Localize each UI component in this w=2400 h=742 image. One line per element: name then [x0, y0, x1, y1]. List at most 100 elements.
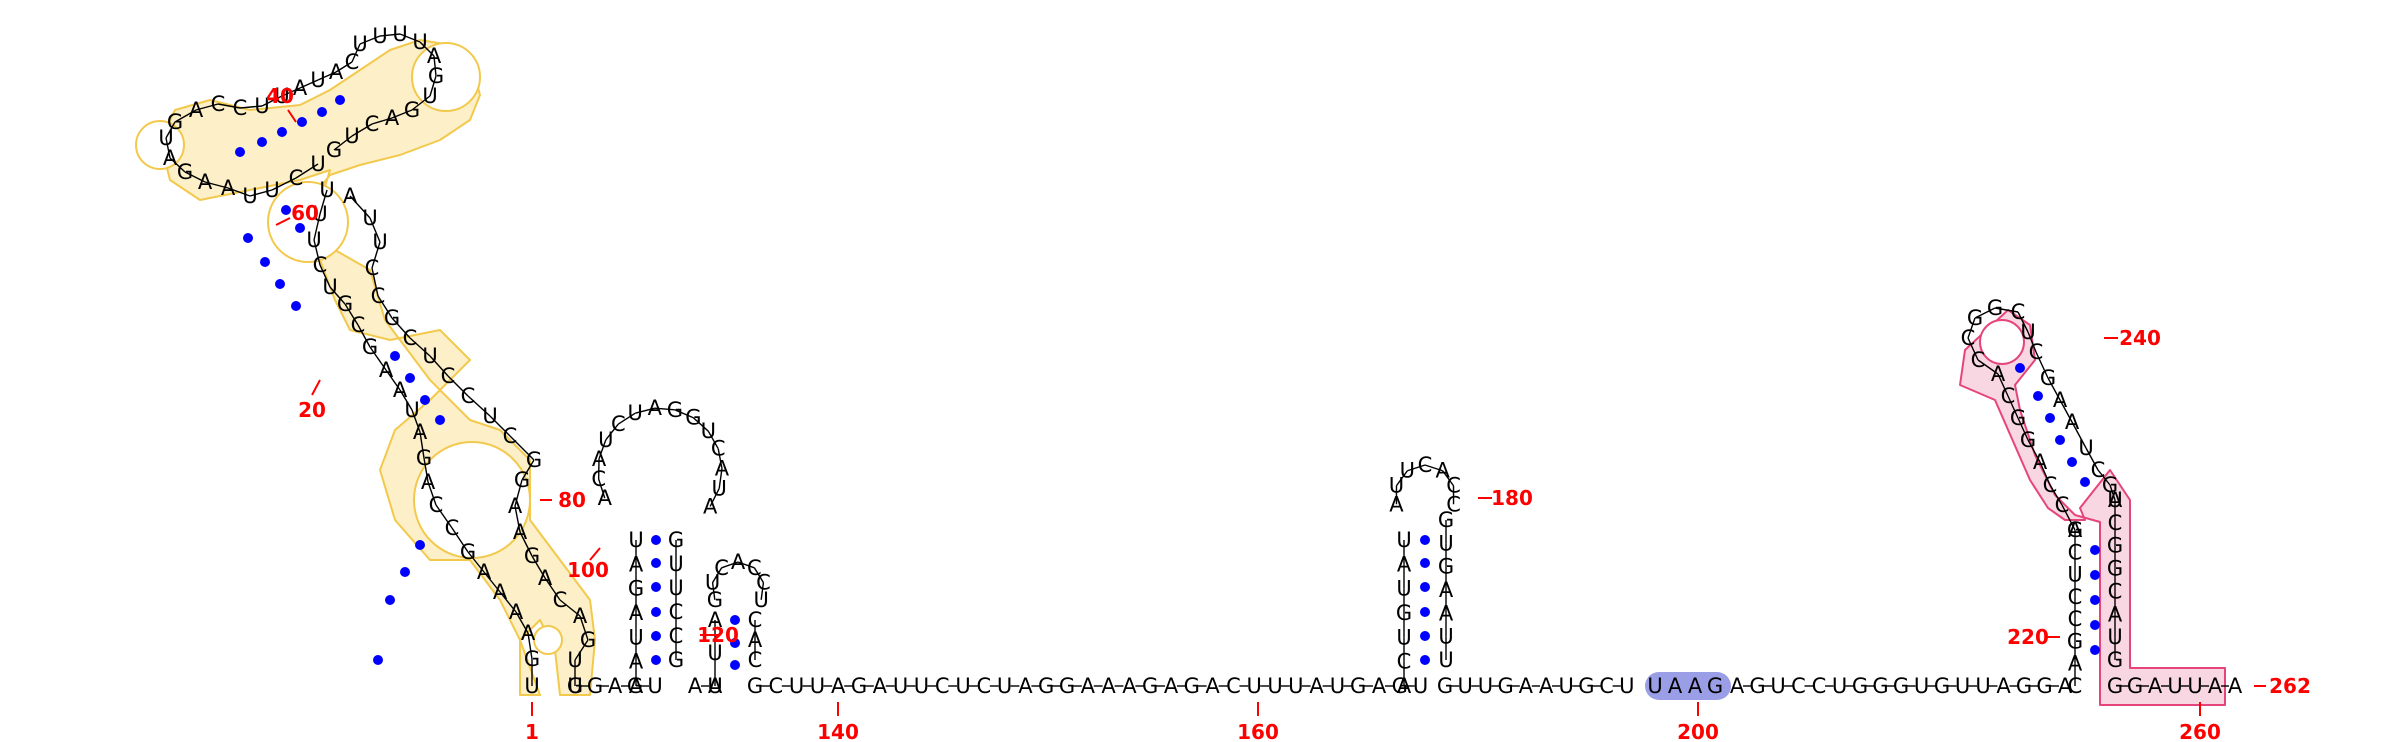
backbone-link	[717, 448, 723, 469]
position-label-160: 160	[1237, 720, 1279, 742]
domain-hole	[411, 42, 481, 112]
backbone-link	[447, 375, 469, 397]
nucleotide: U	[1975, 674, 1990, 698]
nucleotide: G	[2127, 674, 2143, 698]
nucleotide: A	[1688, 674, 1703, 698]
backbone-link	[1442, 470, 1455, 487]
backbone-link	[2061, 504, 2076, 531]
base-pair-dot	[2067, 457, 2077, 467]
backbone-link	[271, 177, 297, 191]
nucleotide: A	[1309, 674, 1324, 698]
backbone-link	[423, 457, 429, 483]
highlight-layer	[135, 39, 2226, 706]
domain-highlight-5prime	[159, 39, 596, 696]
backbone-link	[515, 611, 529, 634]
backbone-link	[597, 478, 606, 499]
nucleotide: A	[608, 674, 623, 698]
backbone-link	[2109, 484, 2116, 501]
base-pair-dot	[651, 655, 661, 665]
base-pair-dot	[297, 117, 307, 127]
nucleotide: A	[2148, 674, 2163, 698]
backbone-link	[2027, 331, 2037, 353]
base-pair-dot	[651, 631, 661, 641]
backbone-link	[709, 488, 720, 507]
base-pair-dot	[2090, 595, 2100, 605]
backbone-link	[1974, 307, 1996, 319]
backbone-link	[369, 346, 387, 371]
base-pair-dot	[335, 95, 345, 105]
backbone-link	[217, 103, 241, 109]
nucleotide: G	[627, 674, 643, 698]
backbone-link	[379, 33, 401, 37]
base-pair-dot	[415, 540, 425, 550]
base-pair-dot	[651, 558, 661, 568]
nucleotide: C	[976, 674, 991, 698]
backbone-link	[371, 241, 381, 269]
base-pair-dot	[243, 233, 253, 243]
nucleotide: U	[1247, 674, 1262, 698]
backbone-link	[2085, 447, 2099, 471]
nucleotide: A	[1519, 674, 1534, 698]
backbone-link	[249, 189, 273, 197]
backbone-link	[329, 286, 346, 305]
backbone-link	[317, 71, 337, 81]
nucleotide: A	[831, 674, 846, 698]
nucleotide: A	[1539, 674, 1554, 698]
nucleotide: G	[1749, 674, 1765, 698]
base-pair-layer	[235, 95, 2100, 670]
nucleotide: A	[1081, 674, 1096, 698]
nucleotide: G	[1497, 674, 1513, 698]
backbone-link	[579, 615, 589, 641]
backbone-link	[429, 75, 437, 97]
backbone-link	[411, 95, 431, 111]
nucleotide: G	[587, 674, 603, 698]
backbone-link	[319, 189, 328, 215]
nucleotide: U	[1770, 674, 1785, 698]
nucleotide: G	[2036, 674, 2052, 698]
position-label-40: 40	[266, 84, 294, 108]
base-pair-dot	[651, 607, 661, 617]
base-pair-dot	[420, 395, 430, 405]
base-pair-dot	[281, 205, 291, 215]
backbone-link	[718, 468, 723, 489]
backbone-link	[514, 479, 523, 507]
base-pair-dot	[260, 257, 270, 267]
backbone-link	[692, 417, 709, 432]
base-pair-dot	[2090, 645, 2100, 655]
nucleotide: A	[1101, 674, 1116, 698]
nucleotide: A	[688, 674, 703, 698]
base-pair-dot	[2033, 391, 2043, 401]
backbone-link	[371, 117, 393, 125]
nucleotide: U	[893, 674, 908, 698]
position-label-100: 100	[567, 558, 609, 582]
position-label-240: 240	[2119, 326, 2161, 350]
backbone-link	[377, 295, 393, 319]
backbone-link	[753, 567, 765, 583]
backbone-link	[1424, 464, 1443, 472]
backbone-link	[521, 459, 535, 481]
nucleotide: G	[1934, 674, 1950, 698]
nucleotide: A	[2058, 674, 2073, 698]
backbone-link	[2035, 351, 2049, 379]
backbone-link	[429, 355, 449, 377]
position-label-60: 60	[291, 201, 319, 225]
nucleotide: A	[715, 457, 730, 481]
nucleotide: U	[997, 674, 1012, 698]
nucleotide: U	[2187, 674, 2202, 698]
backbone-link	[261, 95, 283, 107]
backbone-link	[707, 430, 719, 450]
nucleotide: A	[1018, 674, 1033, 698]
nucleotide: G	[1059, 674, 1075, 698]
backbone-link	[391, 317, 411, 339]
base-pair-dot	[373, 655, 383, 665]
backbone-link	[419, 41, 435, 57]
backbone-link	[617, 412, 636, 425]
backbone-link	[674, 409, 694, 419]
position-label-180: 180	[1491, 486, 1533, 510]
nucleotide: A	[2228, 674, 2243, 698]
nucleotide: U	[647, 674, 662, 698]
nucleotide: C	[768, 674, 783, 698]
base-pair-dot	[400, 567, 410, 577]
nucleotide: U	[914, 674, 929, 698]
